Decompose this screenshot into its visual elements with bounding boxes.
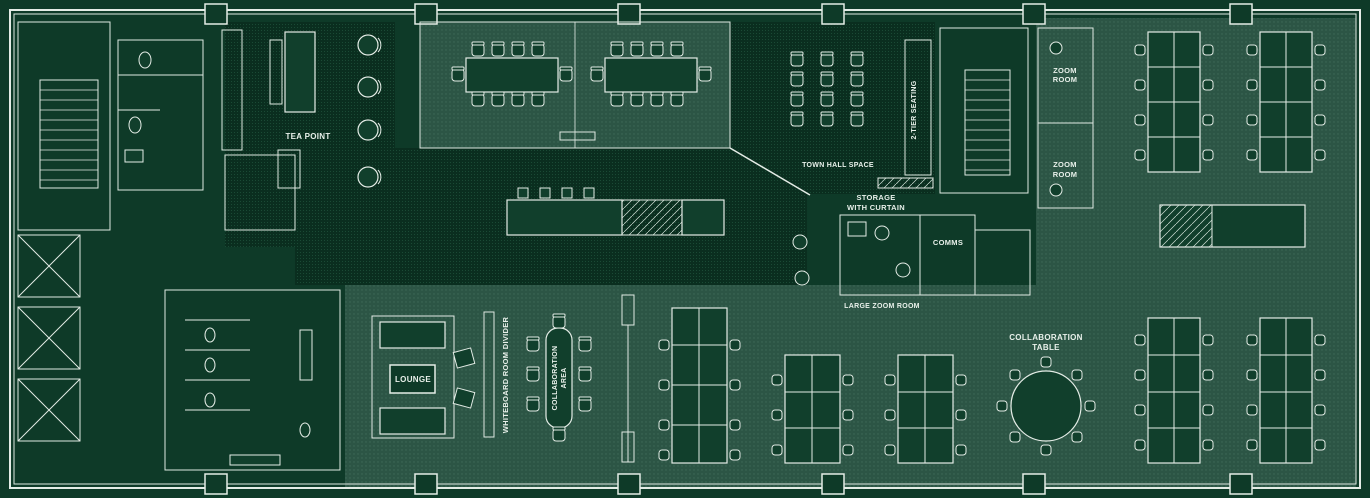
- east-stair: [939, 27, 1029, 194]
- lounge-table: [389, 364, 436, 394]
- zoom-rooms: [1037, 27, 1094, 209]
- lift-shafts: [17, 234, 81, 442]
- toilet-block-north: [117, 39, 204, 191]
- inner-wall-line: [13, 13, 1357, 485]
- label-town-hall: TOWN HALL SPACE: [802, 162, 874, 169]
- tea-point-furniture: [221, 29, 382, 231]
- collaboration-area: [526, 313, 592, 442]
- columns: [204, 3, 1253, 495]
- label-two-tier-seating: 2-TIER SEATING: [911, 80, 918, 139]
- label-zoom-room-2-line2: ROOM: [1053, 170, 1078, 179]
- corridor-island: [506, 147, 811, 236]
- lounge: [371, 311, 495, 439]
- label-zoom-room-2-line1: ZOOM: [1053, 160, 1077, 169]
- west-stair: [17, 21, 111, 231]
- collaboration-table: [996, 356, 1096, 456]
- label-zoom-room-1-line2: ROOM: [1053, 75, 1078, 84]
- label-collaboration-area-line2: AREA: [561, 367, 568, 388]
- desk-cluster-east-bottom: [1134, 317, 1326, 464]
- label-zoom-room-1-line1: ZOOM: [1053, 66, 1077, 75]
- label-collaboration-area-line1: COLLABORATION: [552, 346, 559, 411]
- toilet-block-south: [164, 289, 341, 471]
- label-storage-curtain: WITH CURTAIN: [847, 203, 905, 212]
- town-hall-seating: [790, 39, 934, 189]
- desk-cluster-south: [621, 294, 967, 464]
- service-rooms: [792, 214, 1031, 296]
- label-collaboration-table-line1: COLLABORATION: [1009, 333, 1083, 342]
- label-tea-point: TEA POINT: [285, 132, 330, 141]
- desk-cluster-east-top: [1134, 31, 1326, 248]
- label-storage: STORAGE: [856, 193, 895, 202]
- label-whiteboard-divider: WHITEBOARD ROOM DIVIDER: [501, 316, 510, 433]
- town-hall-floor: [730, 22, 935, 194]
- outer-wall: [9, 9, 1361, 489]
- label-large-zoom-room: LARGE ZOOM ROOM: [844, 303, 920, 310]
- label-collaboration-table-line2: TABLE: [1032, 343, 1060, 352]
- label-comms: COMMS: [933, 238, 963, 247]
- meeting-room: [419, 21, 731, 149]
- label-lounge: LOUNGE: [395, 375, 431, 384]
